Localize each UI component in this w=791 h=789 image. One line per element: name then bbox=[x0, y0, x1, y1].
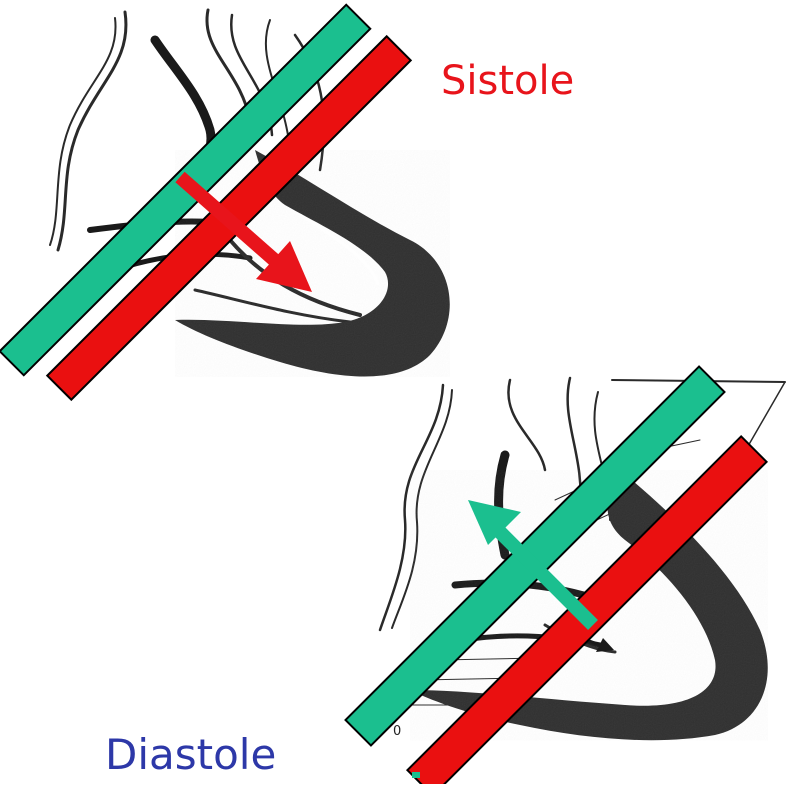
diastole-label: Diastole bbox=[105, 730, 276, 779]
green-fragment bbox=[412, 772, 420, 778]
zero-tick-label: 0 bbox=[393, 724, 401, 739]
green-fragment bbox=[365, 708, 375, 716]
sistole-label: Sistole bbox=[441, 58, 574, 104]
